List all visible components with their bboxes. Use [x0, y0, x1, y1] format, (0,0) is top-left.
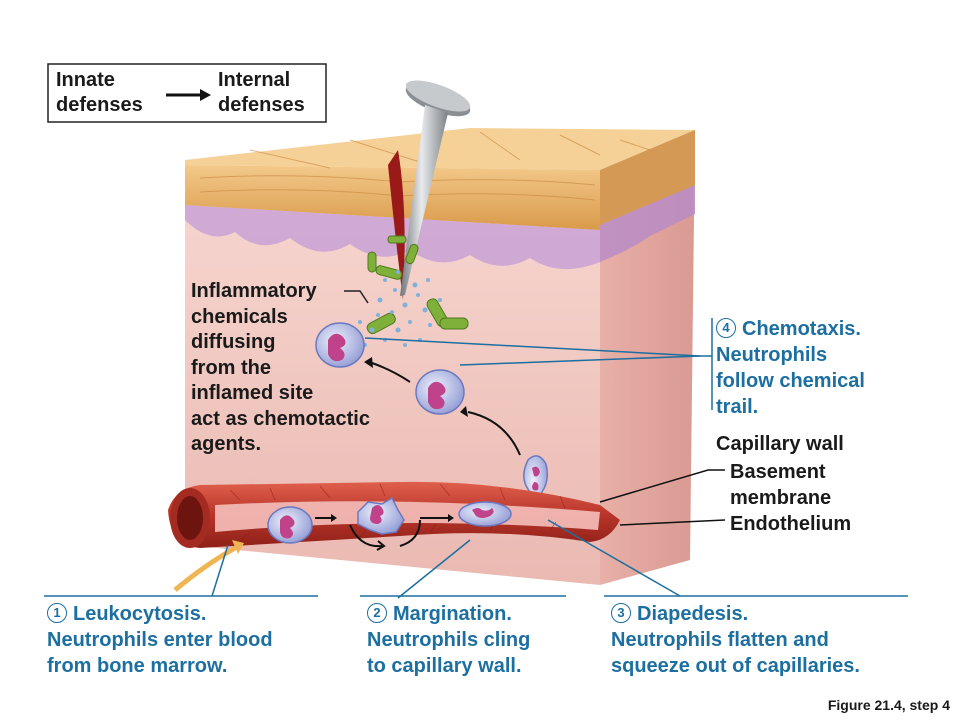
legend-internal: Internal defenses	[218, 69, 305, 116]
step-desc: Neutrophils flatten and squeeze out of c…	[611, 629, 860, 677]
neutrophil-vessel-1	[267, 506, 313, 544]
step-desc: Neutrophils follow chemical trail.	[716, 344, 865, 418]
neutrophil-vessel-3	[458, 501, 512, 527]
step-title: Leukocytosis.	[73, 603, 207, 625]
legend-innate: Innate defenses	[56, 69, 143, 116]
step-number-badge: 3	[611, 603, 631, 623]
step-desc: Neutrophils cling to capillary wall.	[367, 629, 531, 677]
step-desc: Neutrophils enter blood from bone marrow…	[47, 629, 273, 677]
step-number-badge: 2	[367, 603, 387, 623]
capillary-wall-title: Capillary wall	[716, 433, 844, 455]
inflow-arrow	[173, 545, 237, 592]
capillary-vessel	[168, 481, 620, 551]
endothelium-label: Endothelium	[730, 513, 852, 535]
neutrophil-vessel-2	[357, 496, 405, 535]
legend-box	[47, 63, 327, 123]
neutrophil-tissue-2	[415, 369, 465, 415]
step-title: Margination.	[393, 603, 512, 625]
neutrophil-tissue-1	[315, 322, 365, 368]
step-diapedesis: 3 Diapedesis. Neutrophils flatten and squ…	[611, 601, 860, 679]
step-margination: 2 Margination. Neutrophils cling to capil…	[367, 601, 530, 679]
chemical-dots	[358, 270, 442, 347]
step-leukocytosis: 1 Leukocytosis. Neutrophils enter blood f…	[47, 601, 273, 679]
leader-lines	[44, 290, 908, 599]
wound	[388, 150, 405, 300]
bacteria	[366, 235, 469, 335]
inflammatory-label: Inflammatory chemicals diffusing from th…	[191, 280, 370, 455]
step-chemotaxis: 4 Chemotaxis. Neutrophils follow chemical…	[716, 316, 865, 420]
chemotaxis-arrows	[371, 362, 521, 456]
step-number-badge: 4	[716, 318, 736, 338]
figure-caption: Figure 21.4, step 4	[827, 697, 950, 713]
basement-membrane-label: Basement membrane	[730, 461, 832, 509]
step-title: Diapedesis.	[637, 603, 749, 625]
step-title: Chemotaxis.	[742, 318, 861, 340]
step-number-badge: 1	[47, 603, 67, 623]
